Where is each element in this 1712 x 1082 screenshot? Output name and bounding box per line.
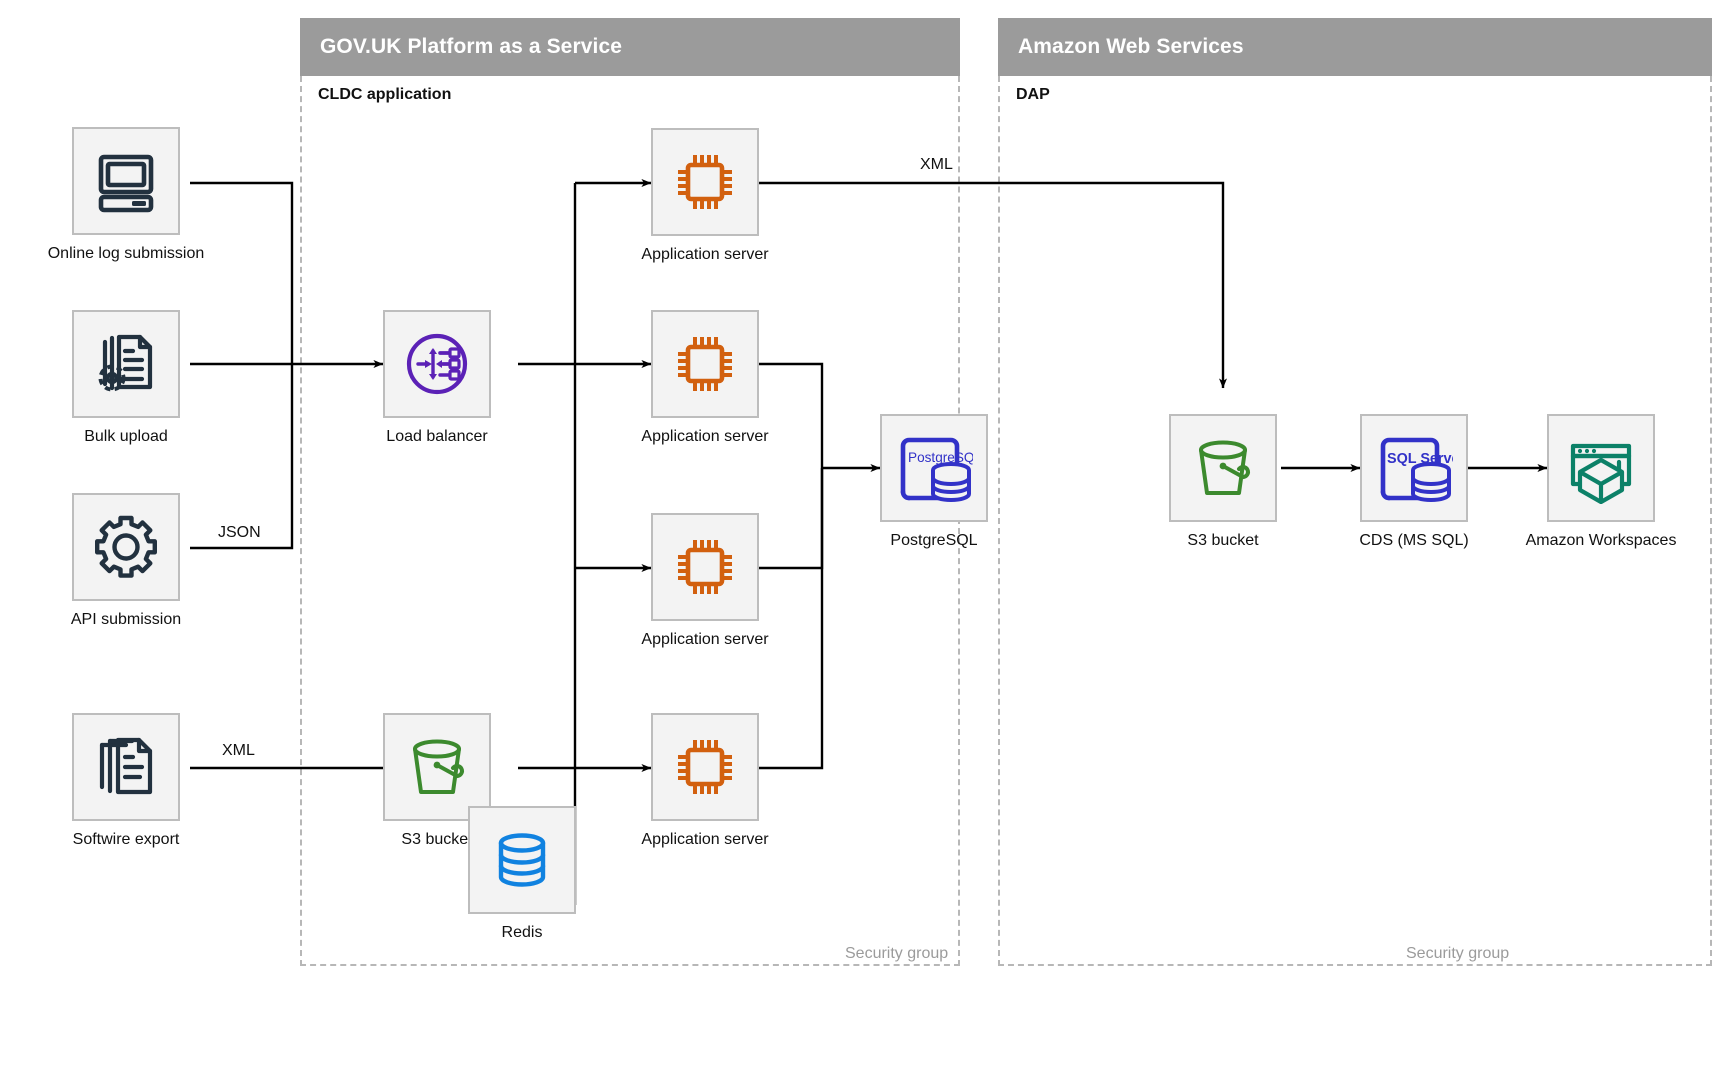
security-group-label-aws: Security group [1406, 945, 1510, 962]
tile-bulk-upload [72, 310, 180, 418]
group-title-aws: Amazon Web Services [1018, 35, 1244, 58]
tile-softwire-export [72, 713, 180, 821]
tile-api-submission [72, 493, 180, 601]
tile-amazon-workspaces [1547, 414, 1655, 522]
caption-app-server-4: Application server [641, 831, 769, 848]
node-app-server-1[interactable]: Application server [641, 128, 769, 263]
tile-postgresql: PostgreSQL [880, 414, 988, 522]
load-balancer-icon [406, 333, 468, 395]
caption-cds-ms-sql: CDS (MS SQL) [1359, 532, 1469, 549]
group-box-paas [300, 76, 960, 966]
caption-softwire-export: Softwire export [72, 831, 180, 848]
security-group-label-paas: Security group [845, 945, 949, 962]
caption-load-balancer: Load balancer [386, 428, 488, 445]
caption-api-submission: API submission [70, 611, 182, 628]
node-amazon-workspaces[interactable]: Amazon Workspaces [1526, 414, 1676, 549]
sql-server-database-icon: SQL Server [1380, 437, 1453, 502]
node-postgresql[interactable]: PostgreSQL PostgreSQL [880, 414, 988, 549]
caption-paas-s3-bucket: S3 bucket [401, 831, 473, 848]
gear-icon [95, 515, 157, 578]
subgroup-title-dap: DAP [1016, 86, 1050, 103]
tile-online-log-submission [72, 127, 180, 235]
tile-app-server-1 [651, 128, 759, 236]
tile-redis [468, 806, 576, 914]
node-api-submission[interactable]: API submission [71, 493, 181, 628]
cpu-chip-icon [678, 740, 732, 794]
node-app-server-3[interactable]: Application server [641, 513, 769, 648]
cpu-chip-icon [678, 337, 732, 391]
node-bulk-upload[interactable]: Bulk upload [72, 310, 180, 445]
tile-app-server-3 [651, 513, 759, 621]
node-online-log-submission[interactable]: Online log submission [48, 127, 204, 262]
node-load-balancer[interactable]: Load balancer [383, 310, 491, 445]
tile-cds-ms-sql: SQL Server [1360, 414, 1468, 522]
node-cds-ms-sql[interactable]: SQL Server CDS (MS SQL) [1359, 414, 1469, 549]
node-app-server-4[interactable]: Application server [641, 713, 769, 848]
edge-label-xml-dap: XML [920, 156, 953, 173]
caption-redis: Redis [501, 924, 543, 941]
subgroup-title-cldc: CLDC application [318, 86, 452, 103]
tile-load-balancer [383, 310, 491, 418]
postgresql-badge-text: PostgreSQL [908, 450, 973, 465]
node-softwire-export[interactable]: Softwire export [72, 713, 180, 848]
caption-online-log-submission: Online log submission [47, 245, 205, 262]
node-app-server-2[interactable]: Application server [641, 310, 769, 445]
s3-bucket-icon [413, 739, 464, 794]
group-band-paas: GOV.UK Platform as a Service [300, 18, 960, 76]
document-stack-icon [99, 737, 153, 795]
postgresql-database-icon: PostgreSQL [900, 437, 973, 502]
desktop-computer-icon [98, 154, 154, 213]
group-box-aws [998, 76, 1712, 966]
caption-postgresql: PostgreSQL [890, 532, 978, 549]
tile-aws-s3-bucket [1169, 414, 1277, 522]
document-gear-icon [98, 334, 153, 392]
caption-app-server-1: Application server [641, 246, 769, 263]
edge-label-json: JSON [218, 524, 261, 541]
caption-app-server-3: Application server [641, 631, 769, 648]
cpu-chip-icon [678, 540, 732, 594]
tile-app-server-2 [651, 310, 759, 418]
caption-bulk-upload: Bulk upload [84, 428, 168, 445]
redis-database-icon [498, 833, 546, 887]
caption-aws-s3-bucket: S3 bucket [1187, 532, 1259, 549]
amazon-workspaces-icon [1570, 443, 1632, 504]
tile-app-server-4 [651, 713, 759, 821]
node-redis[interactable]: Redis [468, 806, 576, 941]
caption-app-server-2: Application server [641, 428, 769, 445]
group-band-aws: Amazon Web Services [998, 18, 1712, 76]
tile-paas-s3-bucket [383, 713, 491, 821]
edge-label-xml-softwire: XML [222, 742, 255, 759]
node-aws-s3-bucket[interactable]: S3 bucket [1169, 414, 1277, 549]
group-title-paas: GOV.UK Platform as a Service [320, 35, 622, 58]
s3-bucket-icon [1199, 440, 1250, 495]
caption-amazon-workspaces: Amazon Workspaces [1525, 532, 1677, 549]
node-paas-s3-bucket[interactable]: S3 bucket [383, 713, 491, 848]
cpu-chip-icon [678, 155, 732, 209]
